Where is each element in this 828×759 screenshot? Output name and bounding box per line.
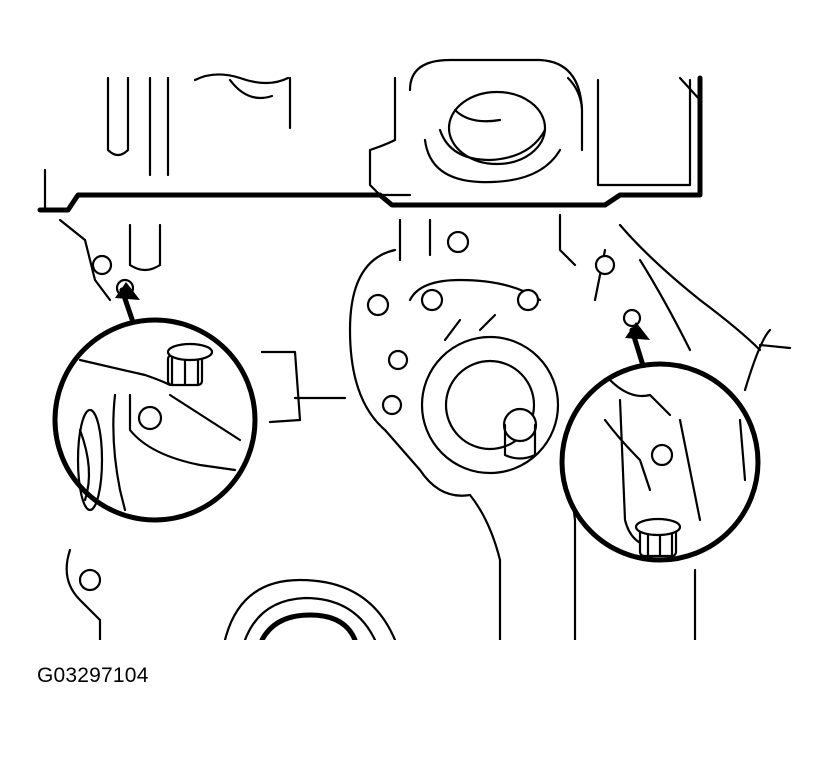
camshaft-seal xyxy=(410,60,582,182)
right-detail-callout xyxy=(562,322,758,560)
figure-code: G03297104 xyxy=(37,664,149,687)
bolt-holes xyxy=(80,232,640,590)
crankshaft-seal xyxy=(225,580,395,640)
engine-front-diagram xyxy=(0,0,828,640)
head-cover xyxy=(40,74,700,210)
right-arrow-head-icon xyxy=(625,322,650,340)
water-pump xyxy=(410,280,558,473)
left-detail-callout xyxy=(55,282,255,520)
left-arrow-head-icon xyxy=(115,282,140,300)
